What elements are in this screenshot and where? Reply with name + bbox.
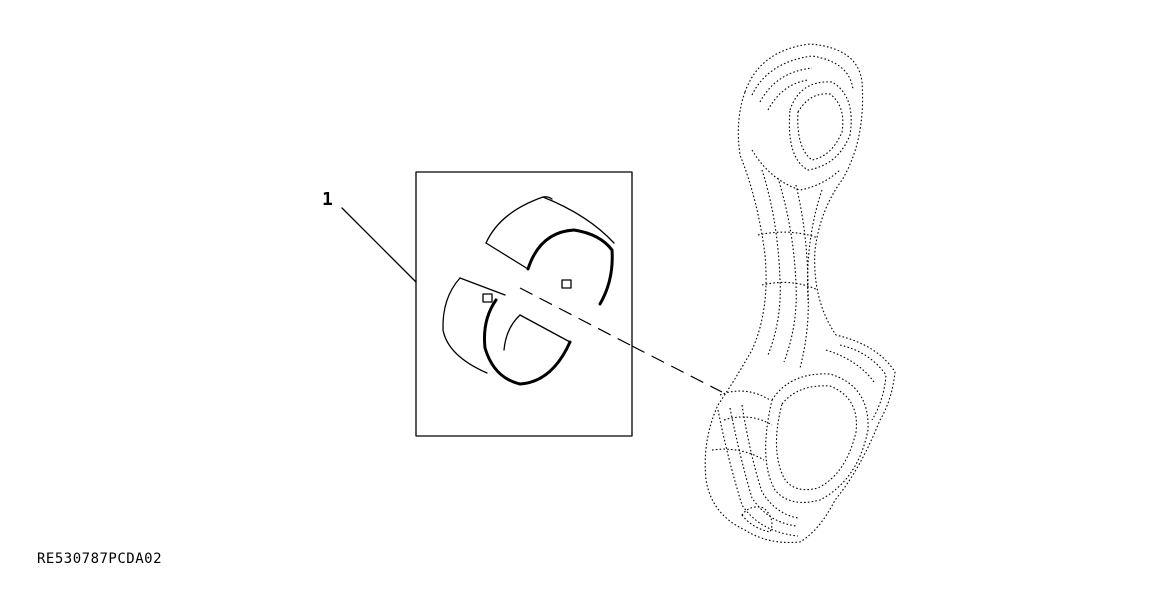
- shank-cross-2: [761, 281, 819, 291]
- shank-contour-4: [807, 189, 823, 301]
- cap-bolt-boss: [741, 506, 773, 533]
- big-end-contour-6: [711, 448, 765, 461]
- rod-outer-outline: [704, 43, 896, 544]
- upper-shell-left-edge: [485, 242, 529, 270]
- upper-shell-top-lip: [542, 196, 553, 200]
- shank-contour-3: [795, 184, 809, 369]
- inset-frame: [415, 171, 633, 437]
- big-end-contour-5: [723, 416, 773, 426]
- lower-bearing-shell: [442, 277, 572, 386]
- lower-shell-outer-arc: [442, 277, 488, 374]
- big-end-contour-8: [825, 349, 875, 383]
- shank-cross-1: [757, 231, 819, 239]
- lower-shell-inner-arc: [483, 298, 572, 386]
- shank-contour-1: [761, 169, 781, 356]
- lower-shell-top-edge: [459, 277, 506, 296]
- lower-shell-locating-tab: [482, 293, 493, 303]
- big-end-bore-outer: [765, 373, 869, 503]
- upper-bearing-shell: [485, 196, 615, 306]
- figure-reference-code: RE530787PCDA02: [37, 551, 162, 567]
- big-end-contour-7: [839, 344, 887, 421]
- assembly-dashed-line: [631, 345, 723, 393]
- small-end-bore-outer: [788, 81, 852, 171]
- bearing-inset-box: [415, 171, 633, 437]
- assembly-line-inside: [519, 287, 633, 347]
- big-end-contour-3: [741, 404, 799, 519]
- small-end-contour-2: [759, 67, 813, 103]
- upper-shell-locating-tab: [561, 279, 572, 289]
- small-end-bore-inner: [797, 93, 844, 161]
- connecting-rod: [704, 43, 896, 544]
- callout-leader-line: [341, 207, 417, 283]
- lower-shell-inner-edge: [503, 314, 521, 351]
- big-end-contour-1: [717, 409, 799, 537]
- big-end-contour-4: [719, 390, 771, 401]
- small-end-contour-1: [751, 55, 854, 96]
- small-end-contour-4: [751, 149, 841, 191]
- big-end-contour-2: [729, 407, 797, 527]
- callout-number: 1: [322, 189, 333, 210]
- shank-contour-2: [777, 177, 797, 363]
- upper-shell-inner-arc: [526, 228, 614, 306]
- big-end-bore-inner: [775, 385, 858, 491]
- lower-shell-right-edge: [519, 314, 571, 343]
- small-end-contour-3: [767, 79, 809, 111]
